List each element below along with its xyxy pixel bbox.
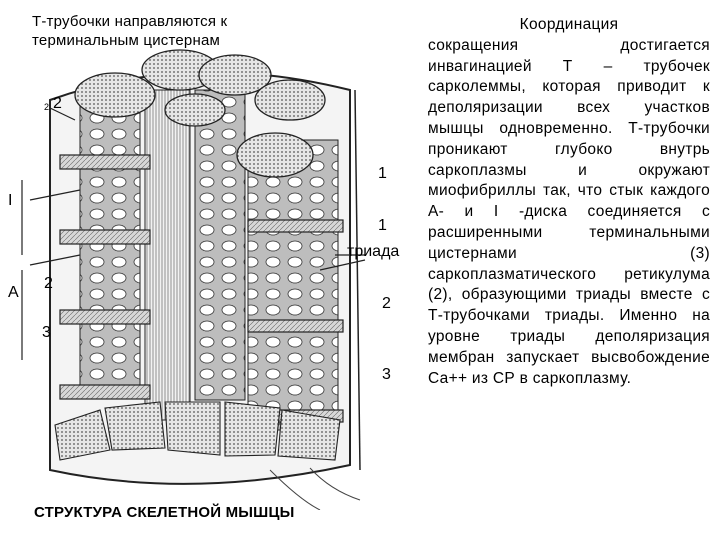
figure-top-caption: Т-трубочки направляются к терминальным ц… xyxy=(32,13,228,49)
label-top-2: 2 xyxy=(53,95,62,112)
label-right-1a: 1 xyxy=(378,165,387,182)
label-triad: триада xyxy=(347,243,400,260)
label-small-2: 2 xyxy=(44,102,50,112)
label-right-2: 2 xyxy=(382,295,391,312)
label-right-3: 3 xyxy=(382,366,391,383)
explanation-text: Координация сокращения достигается инваг… xyxy=(428,15,710,389)
label-left-2: 2 xyxy=(44,275,53,292)
label-A-disc: A xyxy=(8,284,19,301)
label-left-3: 3 xyxy=(42,324,51,341)
figure-bottom-caption: СТРУКТУРА СКЕЛЕТНОЙ МЫШЦЫ xyxy=(34,504,295,521)
muscle-structure-illustration xyxy=(21,49,366,510)
label-I-disc: I xyxy=(8,192,13,209)
explanation-body: сокращения достигается инвагинацией Т – … xyxy=(428,36,710,387)
explanation-first-line: Координация xyxy=(519,16,619,33)
label-right-1b: 1 xyxy=(378,217,387,234)
